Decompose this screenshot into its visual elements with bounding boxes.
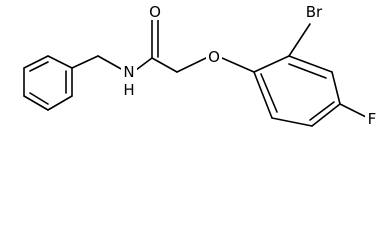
bond xyxy=(71,55,99,69)
bond-inner xyxy=(260,73,278,113)
bond xyxy=(221,57,255,73)
bond xyxy=(23,55,49,69)
bond xyxy=(47,55,73,69)
bond xyxy=(135,57,153,71)
atom-label-amide-hydrogen: H xyxy=(123,81,134,99)
aryl-ring xyxy=(253,23,369,127)
atom-label-bromine: Br xyxy=(306,3,323,21)
atom-labels: O N H O Br F xyxy=(121,3,379,128)
bond xyxy=(176,57,207,73)
amide-chain xyxy=(71,15,255,73)
bond xyxy=(253,71,273,119)
bond xyxy=(339,103,369,119)
bond xyxy=(47,95,73,111)
benzene-ring xyxy=(23,55,73,111)
molecule-structure: O N H O Br F xyxy=(23,3,379,128)
bond xyxy=(151,57,178,73)
bond xyxy=(311,103,341,127)
bond-inner xyxy=(288,63,327,79)
bond xyxy=(23,95,49,111)
atom-label-amide-nitrogen: N xyxy=(123,63,134,81)
atom-label-ether-oxygen: O xyxy=(208,48,220,66)
bond xyxy=(97,55,124,71)
bond xyxy=(271,117,313,127)
bond-inner xyxy=(309,101,335,121)
atom-label-carbonyl-oxygen: O xyxy=(149,3,161,21)
bond xyxy=(331,71,341,105)
bond xyxy=(288,55,333,73)
bond-inner xyxy=(29,61,49,72)
atom-label-fluorine: F xyxy=(368,110,377,128)
bond xyxy=(288,23,311,57)
bond xyxy=(253,55,290,73)
bond-inner xyxy=(29,92,49,105)
